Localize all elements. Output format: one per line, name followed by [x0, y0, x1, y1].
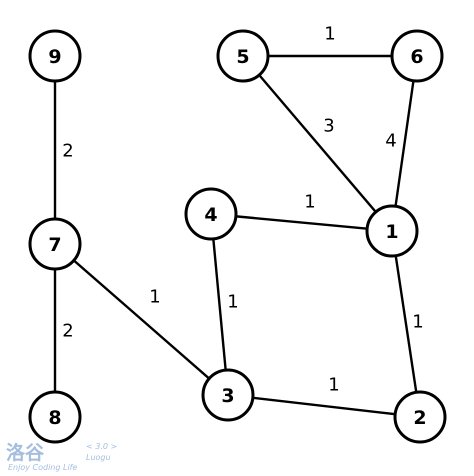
node-9: 9 — [28, 29, 82, 83]
edge-weight-6-1: 4 — [385, 131, 396, 152]
node-circle-2 — [393, 390, 447, 444]
edge-weight-4-1: 1 — [304, 192, 315, 213]
node-label-8: 8 — [48, 407, 61, 429]
watermark-brand: Luogu — [86, 453, 111, 462]
node-circle-9 — [28, 29, 82, 83]
edge-weight-3-2: 1 — [328, 375, 339, 396]
edge-weight-7-3: 1 — [149, 287, 160, 308]
node-label-9: 9 — [48, 46, 61, 68]
node-circle-3 — [201, 368, 255, 422]
edge-5-1 — [242, 55, 393, 232]
watermark-version: < 3.0 > — [86, 442, 117, 451]
node-circle-4 — [184, 187, 238, 241]
watermark-tagline: Enjoy Coding Life — [8, 463, 77, 472]
edge-1-2 — [390, 230, 422, 418]
node-label-6: 6 — [410, 46, 423, 68]
node-7: 7 — [28, 217, 82, 271]
node-5: 5 — [216, 29, 270, 83]
node-label-2: 2 — [413, 407, 426, 429]
node-circle-7 — [28, 217, 82, 271]
node-4: 4 — [184, 187, 238, 241]
node-label-1: 1 — [385, 221, 398, 243]
node-label-4: 4 — [204, 204, 217, 226]
edge-weight-1-2: 1 — [412, 312, 423, 333]
edge-weight-9-7: 2 — [62, 141, 73, 162]
edges-layer: 2 2 1 1 3 4 1 1 1 1 — [53, 24, 424, 419]
edge-weight-7-8: 2 — [62, 321, 73, 342]
edge-3-2 — [227, 393, 421, 419]
edge-4-1 — [210, 212, 393, 233]
node-2: 2 — [393, 390, 447, 444]
edge-6-1 — [390, 55, 419, 232]
luogu-watermark: 洛谷 < 3.0 > Luogu Enjoy Coding Life — [6, 441, 117, 472]
edge-4-3 — [209, 213, 230, 396]
edge-weight-4-3: 1 — [227, 292, 238, 313]
node-circle-8 — [28, 390, 82, 444]
node-3: 3 — [201, 368, 255, 422]
nodes-layer: 9 7 8 5 6 4 1 3 2 — [28, 29, 447, 444]
node-circle-5 — [216, 29, 270, 83]
node-label-3: 3 — [221, 385, 234, 407]
node-label-5: 5 — [236, 46, 249, 68]
node-6: 6 — [390, 29, 444, 83]
node-1: 1 — [365, 204, 419, 258]
node-8: 8 — [28, 390, 82, 444]
edge-7-3 — [54, 243, 229, 396]
node-label-7: 7 — [48, 234, 61, 256]
node-circle-1 — [365, 204, 419, 258]
edge-weight-5-1: 3 — [323, 116, 334, 137]
edge-weight-5-6: 1 — [324, 24, 335, 45]
node-circle-6 — [390, 29, 444, 83]
watermark-logo-text: 洛谷 — [6, 441, 45, 464]
